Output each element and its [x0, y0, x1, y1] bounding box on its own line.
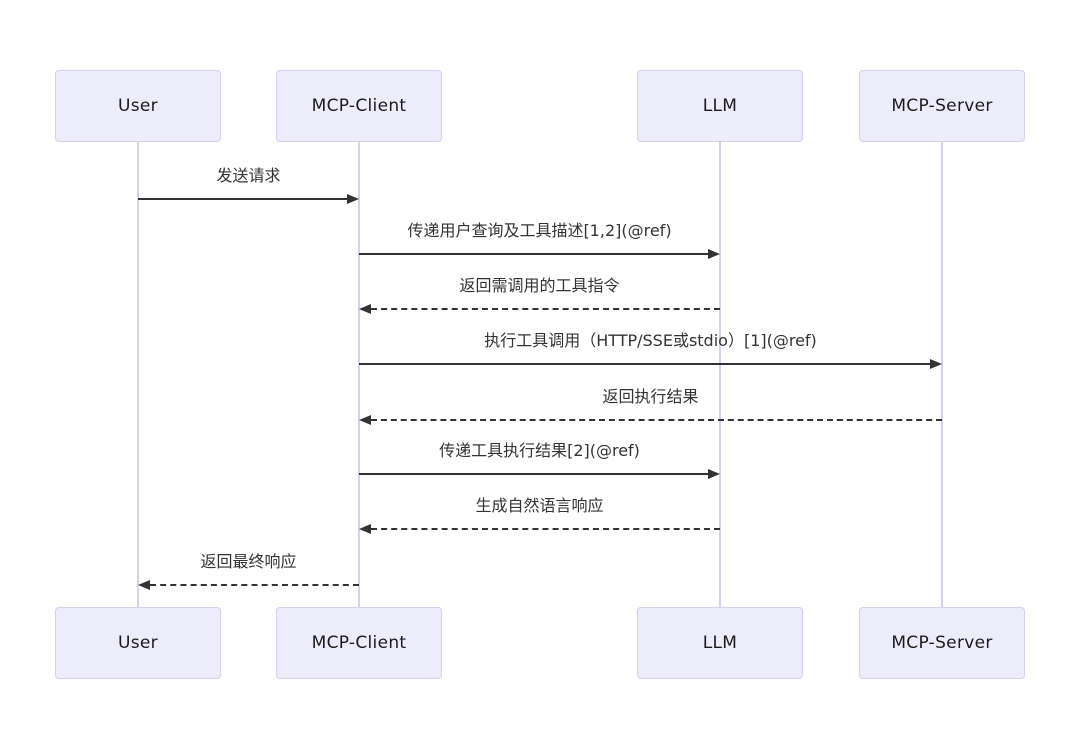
lifeline-llm	[719, 142, 721, 608]
message-label-6: 传递工具执行结果[2](@ref)	[439, 441, 640, 460]
message-arrow-8	[150, 584, 359, 586]
message-label-5: 返回执行结果	[602, 387, 699, 406]
actor-label-mcp-client-bottom: MCP-Client	[311, 633, 407, 653]
actor-label-mcp-client-top: MCP-Client	[311, 96, 407, 116]
arrowhead-1	[347, 194, 359, 204]
actor-label-user-bottom: User	[118, 633, 158, 653]
actor-box-mcp-client-top: MCP-Client	[276, 70, 442, 142]
actor-box-mcp-server-top: MCP-Server	[859, 70, 1025, 142]
actor-label-llm-top: LLM	[702, 96, 738, 116]
message-arrow-7	[371, 528, 720, 530]
actor-label-mcp-server-bottom: MCP-Server	[891, 633, 993, 653]
message-label-4: 执行工具调用（HTTP/SSE或stdio）[1](@ref)	[484, 331, 817, 350]
message-arrow-4	[359, 363, 930, 365]
actor-label-llm-bottom: LLM	[702, 633, 738, 653]
arrowhead-8	[138, 580, 150, 590]
actor-box-user-bottom: User	[55, 607, 221, 679]
arrowhead-2	[708, 249, 720, 259]
lifeline-mcp-server	[941, 142, 943, 608]
message-arrow-6	[359, 473, 708, 475]
message-label-7: 生成自然语言响应	[475, 496, 604, 515]
arrowhead-5	[359, 415, 371, 425]
message-label-3: 返回需调用的工具指令	[459, 276, 620, 295]
arrowhead-6	[708, 469, 720, 479]
message-label-1: 发送请求	[216, 166, 281, 185]
lifeline-user	[137, 142, 139, 608]
message-arrow-1	[138, 198, 347, 200]
actor-box-llm-top: LLM	[637, 70, 803, 142]
message-label-8: 返回最终响应	[200, 552, 297, 571]
arrowhead-4	[930, 359, 942, 369]
arrowhead-3	[359, 304, 371, 314]
actor-box-mcp-client-bottom: MCP-Client	[276, 607, 442, 679]
message-arrow-3	[371, 308, 720, 310]
lifeline-mcp-client	[358, 142, 360, 608]
actor-box-llm-bottom: LLM	[637, 607, 803, 679]
arrowhead-7	[359, 524, 371, 534]
message-arrow-2	[359, 253, 708, 255]
actor-label-user-top: User	[118, 96, 158, 116]
actor-box-user-top: User	[55, 70, 221, 142]
actor-label-mcp-server-top: MCP-Server	[891, 96, 993, 116]
message-label-2: 传递用户查询及工具描述[1,2](@ref)	[407, 221, 672, 240]
actor-box-mcp-server-bottom: MCP-Server	[859, 607, 1025, 679]
message-arrow-5	[371, 419, 942, 421]
